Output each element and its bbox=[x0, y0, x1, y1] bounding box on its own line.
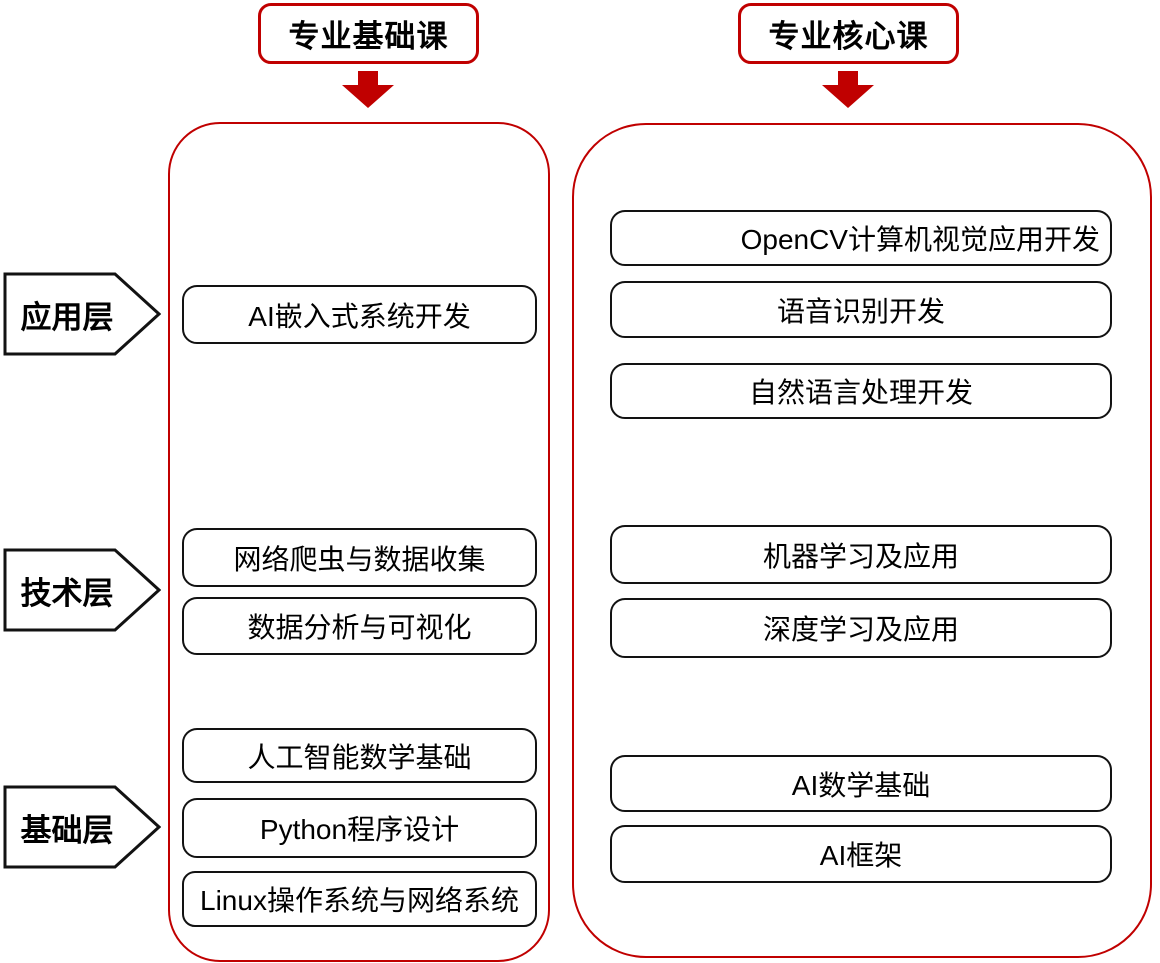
header-core-courses: 专业核心课 bbox=[738, 3, 959, 64]
layer-tag-application: 应用层 bbox=[3, 272, 161, 356]
layer-label: 技术层 bbox=[20, 575, 114, 611]
course-box: 机器学习及应用 bbox=[610, 525, 1112, 584]
header-basic-courses: 专业基础课 bbox=[258, 3, 479, 64]
layer-tag-foundation: 基础层 bbox=[3, 785, 161, 869]
down-arrow-icon bbox=[822, 71, 874, 108]
layer-label: 基础层 bbox=[20, 812, 114, 848]
pentagon-arrow-shape bbox=[3, 272, 161, 356]
course-box: 网络爬虫与数据收集 bbox=[182, 528, 537, 587]
course-box: AI框架 bbox=[610, 825, 1112, 883]
course-box: Python程序设计 bbox=[182, 798, 537, 858]
course-box: 人工智能数学基础 bbox=[182, 728, 537, 783]
layer-label: 应用层 bbox=[20, 299, 114, 335]
pentagon-arrow-shape bbox=[3, 785, 161, 869]
course-box: 语音识别开发 bbox=[610, 281, 1112, 338]
course-box: AI数学基础 bbox=[610, 755, 1112, 812]
course-box: 深度学习及应用 bbox=[610, 598, 1112, 658]
down-arrow-icon bbox=[342, 71, 394, 108]
course-box: AI嵌入式系统开发 bbox=[182, 285, 537, 344]
pentagon-arrow-shape bbox=[3, 548, 161, 632]
course-box: OpenCV计算机视觉应用开发 bbox=[610, 210, 1112, 266]
course-box: 数据分析与可视化 bbox=[182, 597, 537, 655]
course-box: 自然语言处理开发 bbox=[610, 363, 1112, 419]
layer-tag-technology: 技术层 bbox=[3, 548, 161, 632]
course-box: Linux操作系统与网络系统 bbox=[182, 871, 537, 927]
